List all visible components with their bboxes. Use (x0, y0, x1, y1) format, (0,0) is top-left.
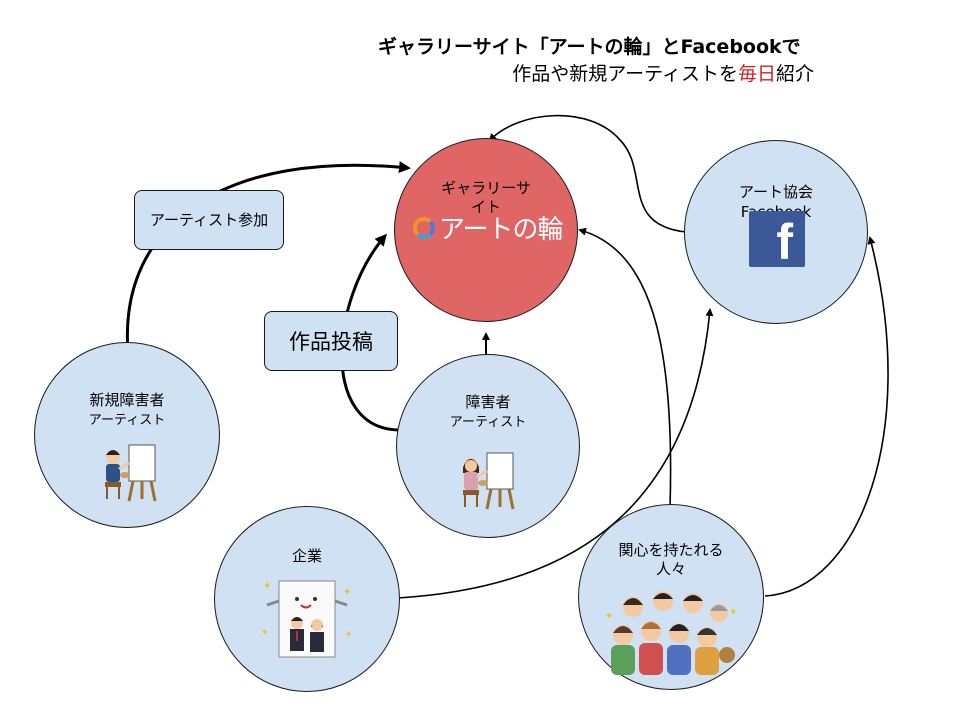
interested-people-label: 関心を持たれる人々 (618, 541, 724, 578)
arrow-facebook-to-gallery (488, 114, 687, 233)
diagram-subtitle: 作品や新規アーティストを毎日紹介 (512, 59, 814, 86)
company-label: 企業 (291, 547, 322, 565)
svg-text:✦: ✦ (263, 581, 271, 592)
gallery-site-label: ギャラリーサイト (441, 179, 531, 216)
arrow-interested-to-gallery (578, 227, 672, 509)
subtitle-suffix: 紹介 (775, 63, 814, 85)
facebook-node: アート協会 Facebook f (684, 140, 868, 324)
facebook-label-line1: アート協会 (738, 183, 814, 201)
company-node: 企業 ✦ ✦ ✦ ✦ (214, 506, 400, 692)
new-artist-label-line2: アーティスト (88, 413, 166, 428)
artist-label-line1: 障害者 (465, 393, 511, 411)
art-no-wa-logo: アートの輪 (413, 209, 563, 246)
company-people-icon: ✦ ✦ ✦ ✦ (261, 580, 353, 658)
ring-logo-icon (413, 216, 435, 239)
subtitle-highlight: 毎日 (737, 63, 776, 85)
gallery-site-node: ギャラリーサイト アートの輪 (394, 138, 578, 322)
logo-text: アートの輪 (439, 215, 563, 245)
interested-people-node: 関心を持たれる人々 ✦ ✦ (578, 504, 764, 690)
artist-join-label: アーティスト参加 (149, 210, 269, 229)
new-artist-node: 新規障害者 アーティスト (34, 342, 220, 528)
painter-icon (105, 444, 157, 502)
painter-icon (463, 452, 515, 510)
svg-text:✦: ✦ (729, 607, 737, 618)
diagram-title: ギャラリーサイト「アートの輪」とFacebookで (378, 36, 801, 58)
submit-work-label: 作品投稿 (289, 330, 373, 354)
arrow-interested-to-facebook (764, 236, 889, 597)
subtitle-prefix: 作品や新規アーティストを (512, 63, 738, 85)
submit-work-box: 作品投稿 (264, 311, 398, 371)
new-artist-label-line1: 新規障害者 (89, 391, 165, 409)
artist-node: 障害者 アーティスト (396, 354, 580, 538)
artist-join-box: アーティスト参加 (134, 190, 284, 250)
crowd-icon: ✦ ✦ (605, 591, 737, 675)
svg-text:✦: ✦ (261, 628, 269, 638)
svg-text:✦: ✦ (345, 630, 353, 640)
svg-text:✦: ✦ (343, 587, 351, 598)
artist-label-line2: アーティスト (449, 415, 527, 430)
svg-text:✦: ✦ (605, 611, 613, 622)
facebook-icon: f (749, 211, 805, 267)
